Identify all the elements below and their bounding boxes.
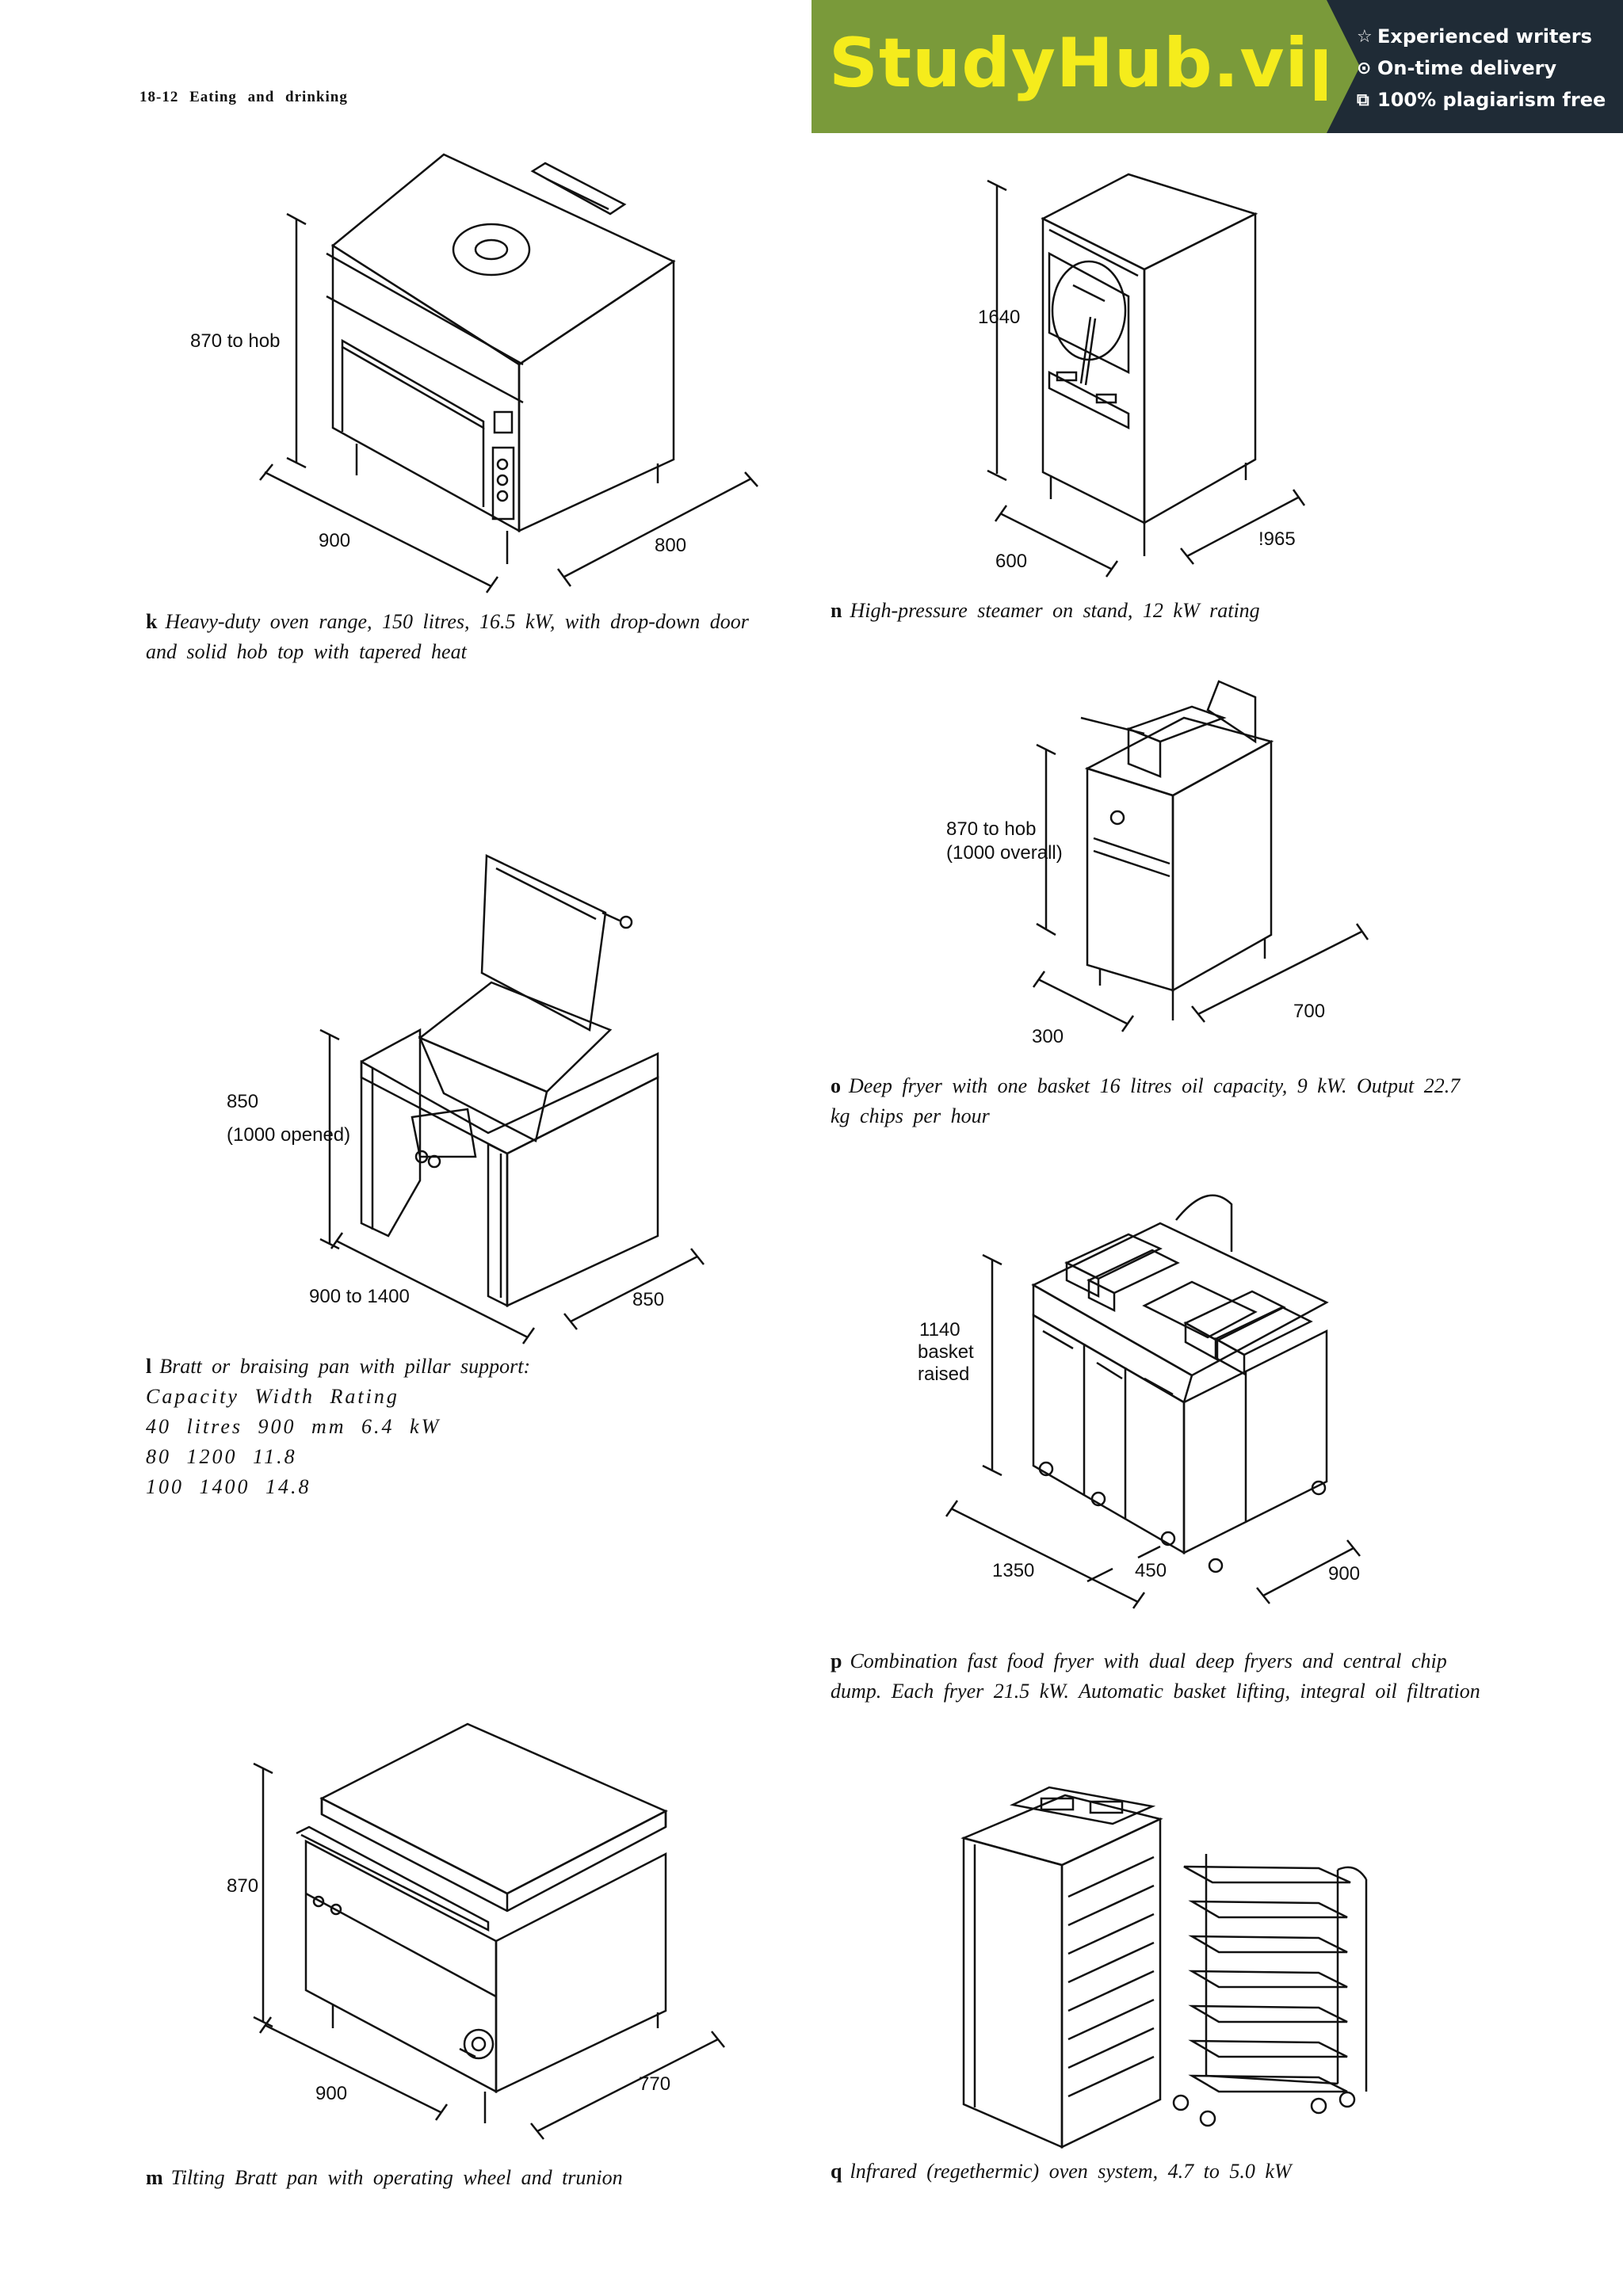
caption-letter: q [831, 2160, 842, 2183]
banner-features: ☆ Experienced writers ⊙ On-time delivery… [1357, 21, 1606, 116]
caption-text: Tilting Bratt pan with operating wheel a… [170, 2166, 623, 2189]
dim-height-hob: 870 to hob [946, 818, 1037, 840]
dim-width: 600 [995, 551, 1028, 572]
dim-height-basket: basket [918, 1341, 974, 1363]
feature-on-time-delivery: ⊙ On-time delivery [1357, 52, 1606, 84]
spec-row: 80 1200 11.8 [146, 1445, 297, 1468]
banner-chevron-shape [1327, 0, 1360, 133]
dim-height: 1140 [919, 1319, 960, 1341]
dim-depth: 770 [639, 2073, 671, 2095]
dim-depth: 700 [1293, 1001, 1326, 1022]
studyhub-banner[interactable]: StudyHub.vip ☆ Experienced writers ⊙ On-… [812, 0, 1623, 133]
deep-fryer-drawing [812, 666, 1623, 1062]
dim-depth: 900 [1328, 1563, 1361, 1585]
feature-experienced-writers: ☆ Experienced writers [1357, 21, 1606, 52]
caption-text: Deep fryer with one basket 16 litres oil… [831, 1074, 1461, 1127]
copy-icon: ⧉ [1357, 90, 1369, 110]
banner-brand-text: StudyHub.vip [829, 24, 1359, 103]
dim-height: 870 to hob [190, 330, 281, 352]
feature-plagiarism-free: ⧉ 100% plagiarism free [1357, 84, 1606, 116]
dim-height-opened: (1000 opened) [227, 1124, 351, 1146]
caption-letter: m [146, 2166, 163, 2189]
caption-letter: o [831, 1074, 841, 1097]
caption-text: Combination fast food fryer with dual de… [831, 1650, 1480, 1703]
oven-range-drawing [0, 0, 812, 673]
dim-depth: !965 [1258, 528, 1296, 550]
spec-row: 40 litres 900 mm 6.4 kW [146, 1415, 441, 1438]
spec-row: 100 1400 14.8 [146, 1475, 311, 1498]
banner-brand-block: StudyHub.vip [812, 0, 1358, 133]
dim-width: 1350 [992, 1560, 1035, 1581]
dim-height-raised: raised [918, 1363, 970, 1385]
caption-text: High-pressure steamer on stand, 12 kW ra… [850, 599, 1260, 622]
caption-text: lnfrared (regethermic) oven system, 4.7 … [850, 2160, 1292, 2183]
spec-header: Capacity Width Rating [146, 1385, 399, 1408]
figure-m-tilting-bratt-pan [0, 1695, 812, 2171]
dim-middle: 450 [1135, 1560, 1167, 1581]
dim-height: 1640 [978, 307, 1021, 328]
clock-icon: ⊙ [1357, 58, 1372, 78]
infrared-oven-drawing [812, 1767, 1623, 2147]
feature-text: 100% plagiarism free [1377, 89, 1606, 111]
steamer-drawing [812, 0, 1623, 602]
dim-depth: 800 [655, 535, 687, 556]
dim-height: 870 [227, 1875, 259, 1897]
caption-l: l Bratt or braising pan with pillar suppo… [146, 1352, 796, 1502]
figure-q-infrared-oven [812, 1767, 1623, 2147]
figure-n-steamer: 1640 600 !965 [812, 0, 1623, 602]
caption-q: q lnfrared (regethermic) oven system, 4.7… [831, 2157, 1480, 2187]
feature-text: Experienced writers [1377, 25, 1592, 48]
figure-p-combination-fryer [812, 1141, 1623, 1648]
caption-letter: n [831, 599, 842, 622]
caption-n: n High-pressure steamer on stand, 12 kW r… [831, 596, 1544, 626]
dim-height: 850 [227, 1091, 259, 1112]
dim-height-overall: (1000 overall) [946, 842, 1063, 864]
bratt-pan-drawing [0, 840, 812, 1331]
caption-letter: k [146, 610, 158, 633]
figure-o-deep-fryer: 870 to hob (1000 overall) 300 700 [812, 666, 1623, 1062]
feature-text: On-time delivery [1377, 57, 1557, 79]
dim-depth: 850 [632, 1289, 665, 1310]
caption-letter: p [831, 1650, 842, 1672]
caption-letter: l [146, 1355, 152, 1378]
dim-width: 900 [315, 2083, 348, 2104]
caption-m: m Tilting Bratt pan with operating wheel … [146, 2163, 796, 2193]
figure-k-oven-range: 870 to hob 900 800 [0, 0, 812, 673]
page-header: 18-12 Eating and drinking [139, 89, 348, 105]
star-icon: ☆ [1357, 26, 1373, 47]
dim-width: 900 [319, 530, 351, 551]
combination-fryer-drawing [812, 1141, 1623, 1648]
caption-text: Bratt or braising pan with pillar suppor… [159, 1355, 531, 1378]
figure-l-bratt-pan: 850 [0, 840, 812, 1331]
caption-text: Heavy-duty oven range, 150 litres, 16.5 … [146, 610, 749, 663]
dim-width: 300 [1032, 1026, 1064, 1047]
tilting-bratt-pan-drawing [0, 1695, 812, 2171]
dim-width: 900 to 1400 [309, 1286, 410, 1307]
